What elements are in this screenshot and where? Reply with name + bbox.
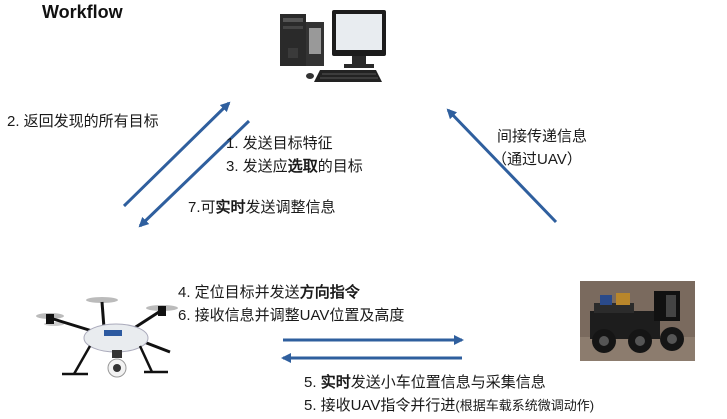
ground-robot-car-image	[580, 281, 695, 361]
arrow-drone-to-computer	[122, 101, 231, 208]
desktop-computer-icon	[278, 8, 390, 86]
label-send-features: 1. 发送目标特征	[226, 135, 333, 152]
label-realtime-adjust: 7.可实时发送调整信息	[188, 199, 336, 216]
arrow-car-to-computer	[446, 108, 558, 224]
label-indirect-line1: 间接传递信息	[497, 128, 588, 145]
uav-drone-image	[32, 282, 182, 386]
label-send-selected: 3. 发送应选取的目标	[226, 158, 363, 175]
label-indirect-line2: （通过UAV）	[492, 151, 582, 168]
label-car-receive: 5. 接收UAV指令并行进(根据车载系统微调动作)	[304, 397, 595, 414]
label-return-targets: 2. 返回发现的所有目标	[7, 113, 159, 130]
page-title: Workflow	[42, 2, 123, 22]
label-receive-adjust: 6. 接收信息并调整UAV位置及高度	[178, 307, 405, 324]
arrow-computer-to-drone	[138, 119, 251, 228]
label-locate-target: 4. 定位目标并发送方向指令	[178, 284, 360, 301]
label-car-report: 5. 实时发送小车位置信息与采集信息	[304, 374, 546, 391]
